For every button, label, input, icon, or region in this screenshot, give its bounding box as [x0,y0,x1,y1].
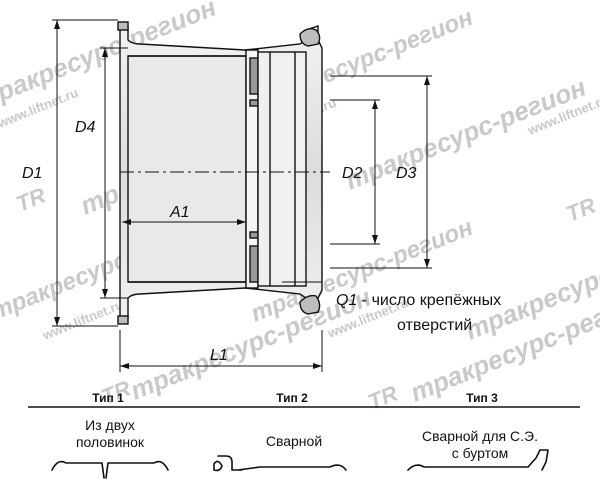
note-line-1: Q1 - число крепёжных [336,292,501,309]
type-1-title: Тип 1 [92,391,124,405]
rim-body [117,21,323,325]
watermark-logo: TR [13,182,50,216]
label-d2: D2 [342,165,363,182]
type-3-profile [407,449,549,471]
type-1-desc-line-2: половинок [76,434,145,450]
watermark-logo: TR [365,380,402,414]
type-1-profile [51,460,169,479]
dimension-arrows [54,20,430,369]
type-3-desc-line-1: Сварной для С.Э. [422,428,538,444]
note-line-2: отверстий [397,317,472,334]
note-symbol: Q1 [336,292,357,309]
watermark-url: www.liftnet.ru [40,297,126,343]
type-2-title: Тип 2 [276,391,308,405]
watermark-logo: TR [563,192,600,226]
label-l1: L1 [210,347,228,364]
label-d3: D3 [396,165,417,182]
type-3-desc-line-2: с буртом [452,445,509,461]
lock-ring-top [299,27,321,47]
type-3-title: Тип 3 [466,391,498,405]
type-2-lock-ring [213,460,223,472]
dimension-lines [52,19,432,372]
watermark-brand: тракресурс-регион [341,72,590,196]
note-text: - число крепёжных [357,292,501,309]
label-a1: A1 [169,204,190,221]
label-d4: D4 [75,119,96,136]
type-1-desc-line-1: Из двух [85,417,135,433]
type-2-profile [217,455,347,471]
lock-ring-bottom [299,294,321,315]
label-d1: D1 [22,165,42,182]
type-2-desc: Сварной [266,433,322,449]
